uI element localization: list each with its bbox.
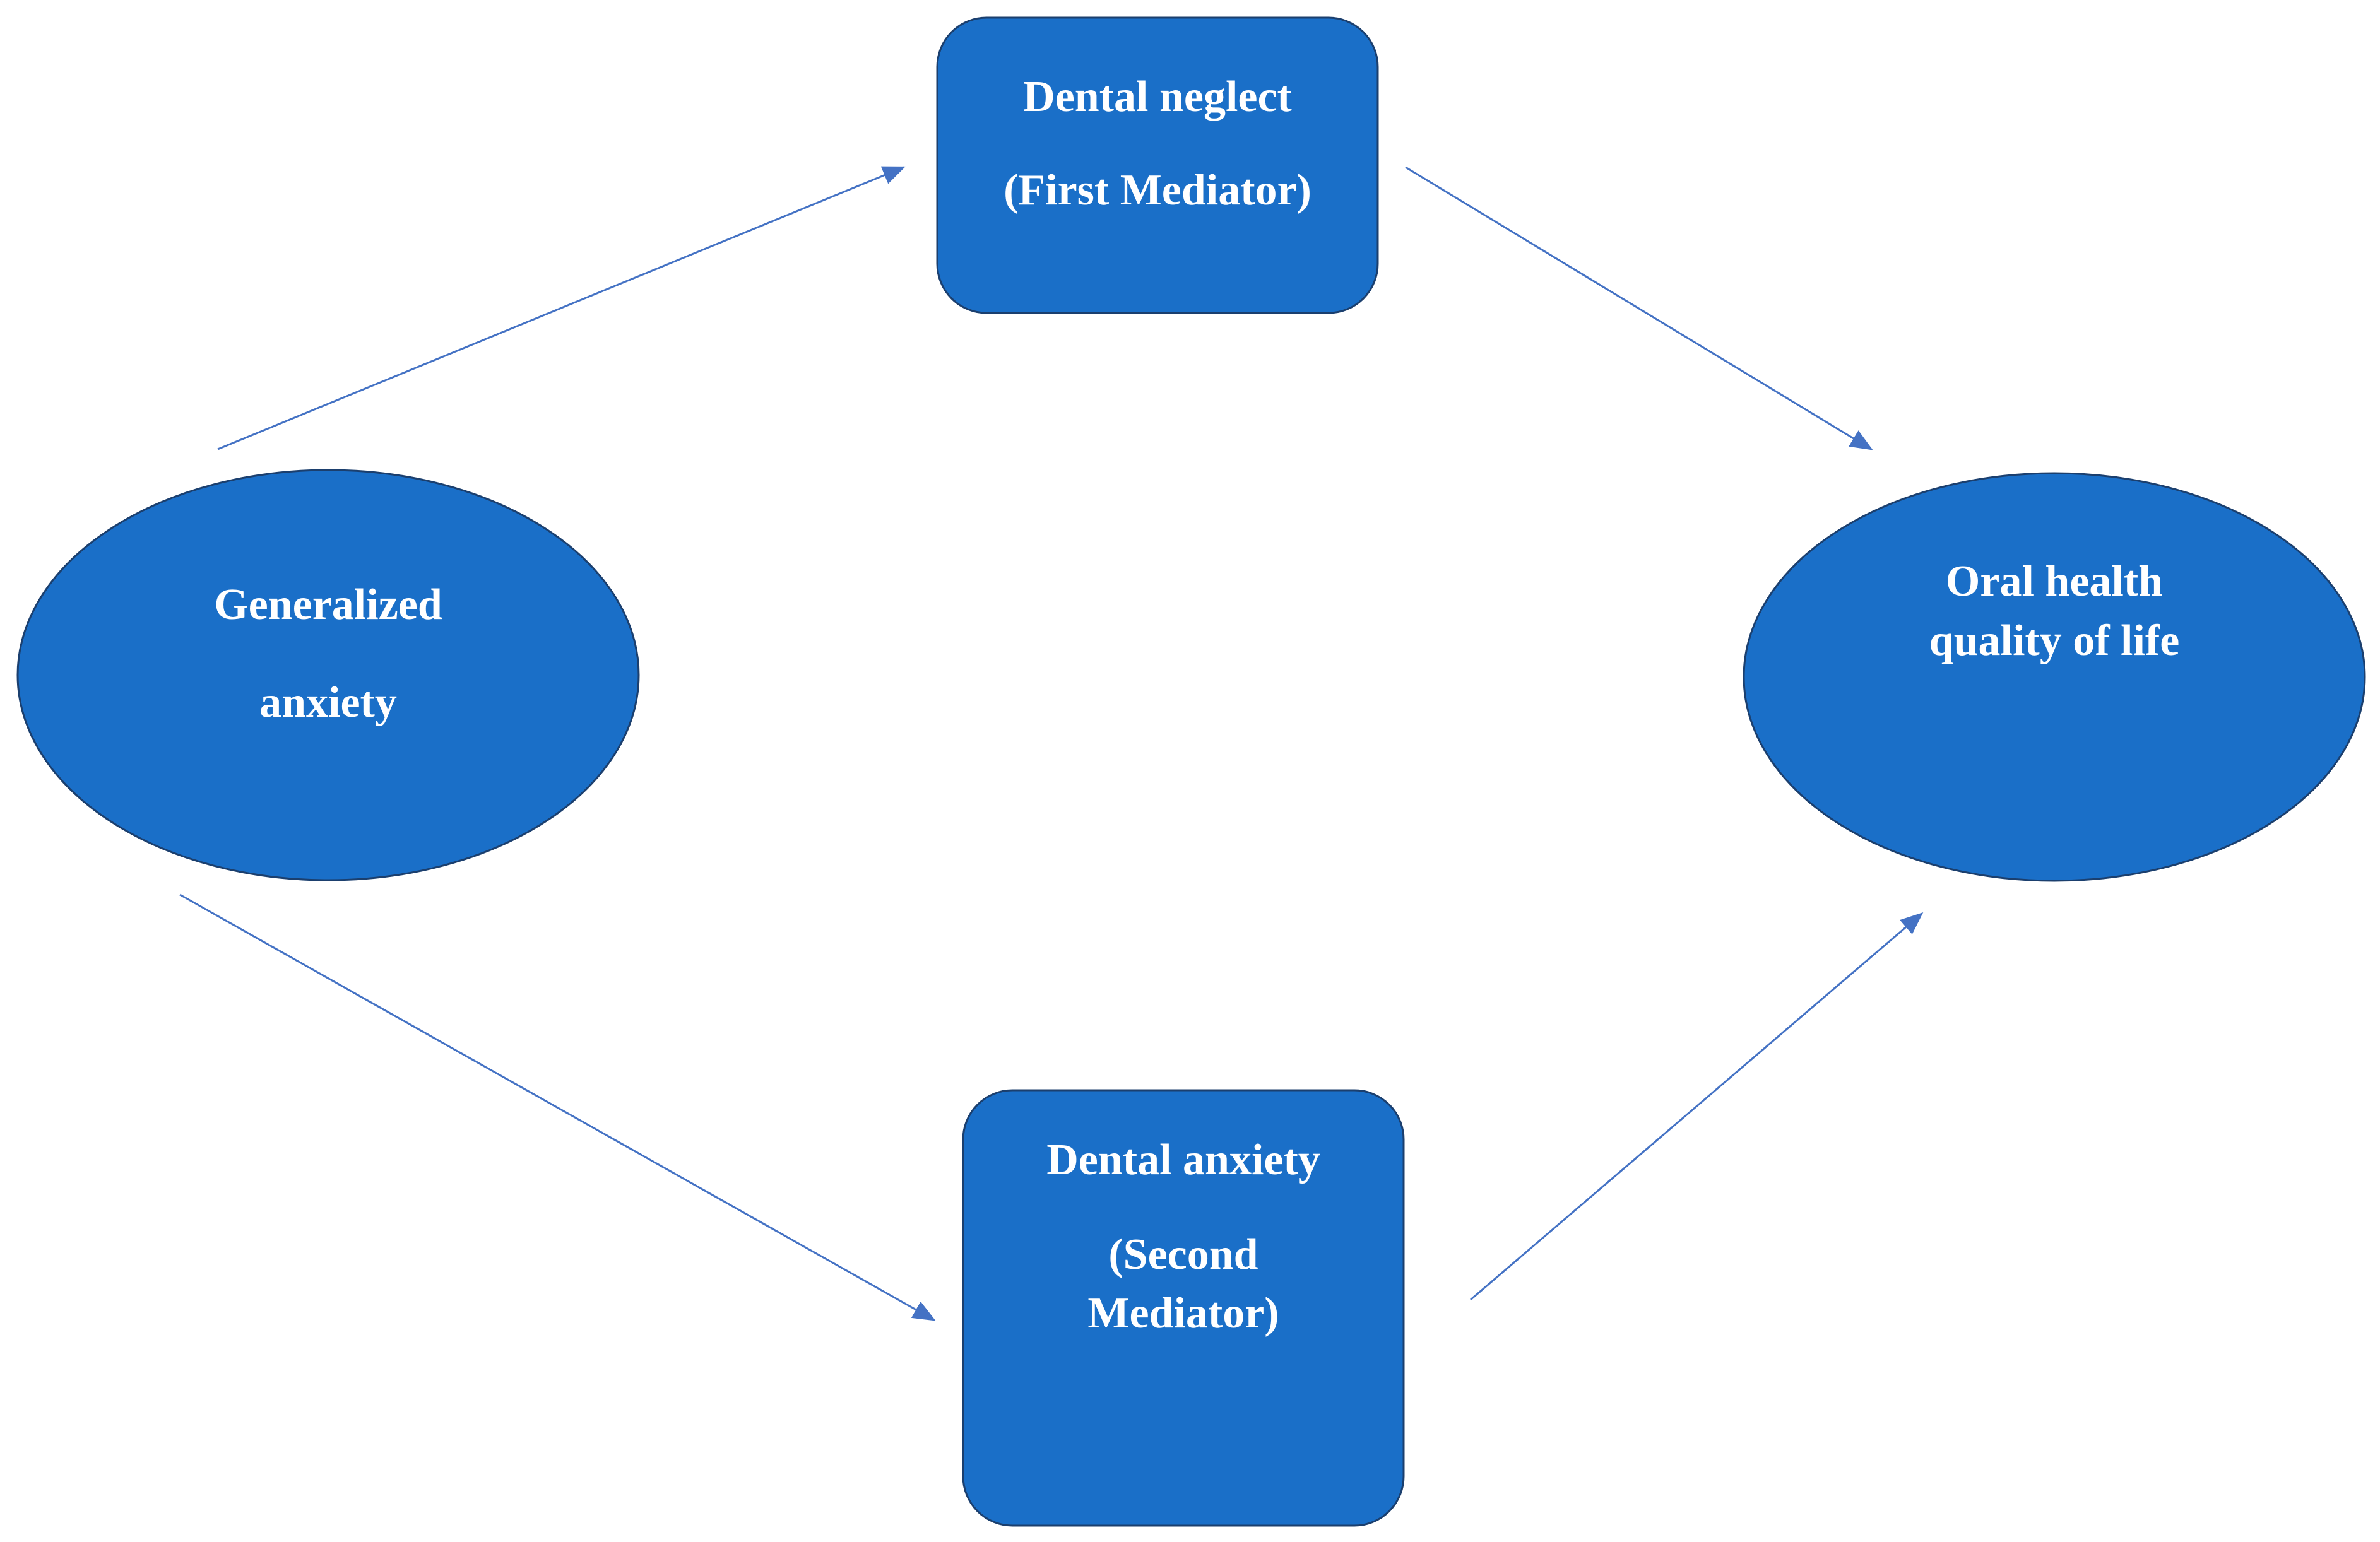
- dental-anxiety-label-line1: Dental anxiety: [1046, 1136, 1320, 1184]
- arrow-neglect-to-oral-health: [1405, 166, 1873, 450]
- dental-anxiety-box: [962, 1089, 1405, 1527]
- dental-neglect-label-line2: (First Mediator): [1004, 166, 1311, 215]
- dental-neglect-box: [936, 16, 1379, 314]
- generalized-anxiety-label-line1: Generalized: [214, 580, 442, 629]
- oral-health-label-line2: quality of life: [1929, 616, 2180, 665]
- dental-anxiety-label-line3: Mediator): [1087, 1289, 1279, 1338]
- oral-health-ellipse: [1743, 472, 2366, 882]
- arrow-anxiety-to-dental-anxiety: [179, 893, 936, 1321]
- oral-health-label-line1: Oral health: [1946, 557, 2163, 606]
- node-dental-anxiety: Dental anxiety (Second Mediator): [962, 1089, 1405, 1527]
- node-generalized-anxiety: Generalized anxiety: [16, 469, 640, 881]
- dental-neglect-label-line1: Dental neglect: [1023, 73, 1292, 121]
- dental-anxiety-label-line2: (Second: [1108, 1230, 1258, 1279]
- node-oral-health-quality-of-life: Oral health quality of life: [1743, 472, 2366, 882]
- generalized-anxiety-ellipse: [16, 469, 640, 881]
- arrow-dental-anxiety-to-oral-health: [1470, 912, 1924, 1301]
- generalized-anxiety-label-line2: anxiety: [259, 678, 397, 727]
- node-dental-neglect: Dental neglect (First Mediator): [936, 16, 1379, 314]
- arrow-anxiety-to-neglect: [217, 166, 906, 450]
